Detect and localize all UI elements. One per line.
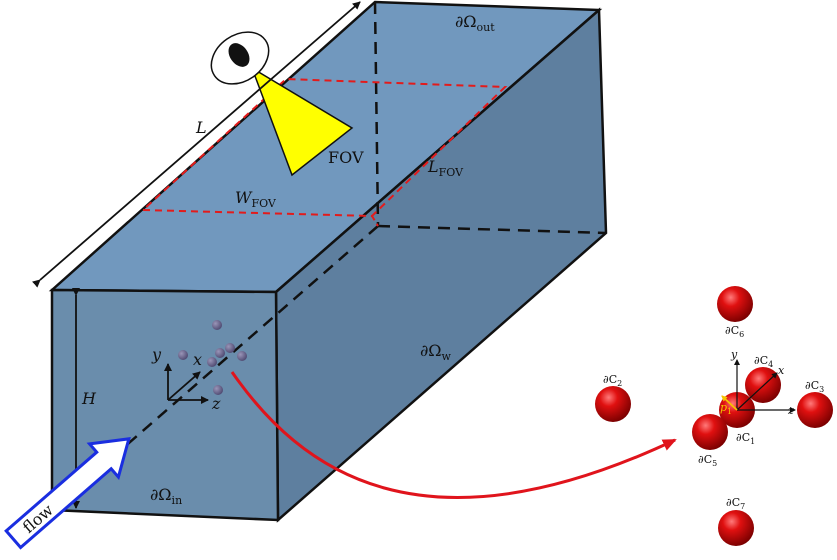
small-particle [213, 385, 223, 395]
small-particle [207, 357, 217, 367]
small-particle [215, 348, 225, 358]
hidden-edge-bottom [377, 224, 607, 235]
small-particle [225, 343, 235, 353]
label-c2: ∂C2 [603, 373, 622, 388]
label-l-fov: LFOV [427, 157, 464, 179]
label-c1: ∂C1 [736, 431, 755, 446]
label-c6: ∂C6 [725, 324, 744, 339]
small-particle [212, 320, 222, 330]
label-c5: ∂C5 [698, 453, 717, 468]
length-dimension-line [32, 1, 361, 288]
box-labels: ∂Ωout ∂Ωw ∂Ωin L H FOV WFOV LFOV y x z [81, 12, 495, 507]
label-length: L [195, 118, 207, 137]
label-fov: FOV [328, 148, 364, 167]
transfer-arrow [230, 371, 677, 499]
particle-labels: ∂C6 ∂C2 ∂C3 ∂C4 ∂C1 ∂C5 ∂C7 p1 y x z [603, 324, 824, 511]
label-height: H [81, 389, 97, 408]
label-c3: ∂C3 [805, 379, 824, 394]
inlet-axes [164, 363, 209, 404]
particle-c5 [692, 414, 728, 450]
particle-cluster [595, 286, 833, 546]
particle-c3 [797, 392, 833, 428]
label-p1: p1 [720, 401, 732, 416]
flow-arrow-shape [4, 437, 131, 550]
label-local-x: x [778, 364, 785, 377]
label-c4: ∂C4 [754, 354, 773, 369]
p1-vector [721, 395, 738, 411]
local-axis-x [736, 372, 778, 411]
hidden-edge-vertical [373, 1, 380, 227]
small-particle [237, 351, 247, 361]
particle-c7 [718, 510, 754, 546]
label-axis-y: y [151, 345, 162, 364]
label-omega-out: ∂Ωout [455, 12, 495, 34]
fov-right-edge [371, 215, 379, 227]
label-omega-in: ∂Ωin [150, 485, 182, 507]
label-c7: ∂C7 [726, 496, 745, 511]
particle-c2 [595, 386, 631, 422]
label-axis-z: z [211, 394, 221, 413]
length-dimension [32, 1, 361, 288]
inlet-particles [178, 320, 247, 395]
label-local-y: y [730, 348, 738, 361]
label-omega-wall: ∂Ωw [420, 341, 452, 363]
label-local-z: z [787, 404, 794, 417]
axis-x-line [167, 371, 201, 401]
particle-c6 [717, 286, 753, 322]
label-w-fov: WFOV [235, 188, 277, 210]
label-axis-x: x [193, 350, 202, 369]
small-particle [178, 350, 188, 360]
